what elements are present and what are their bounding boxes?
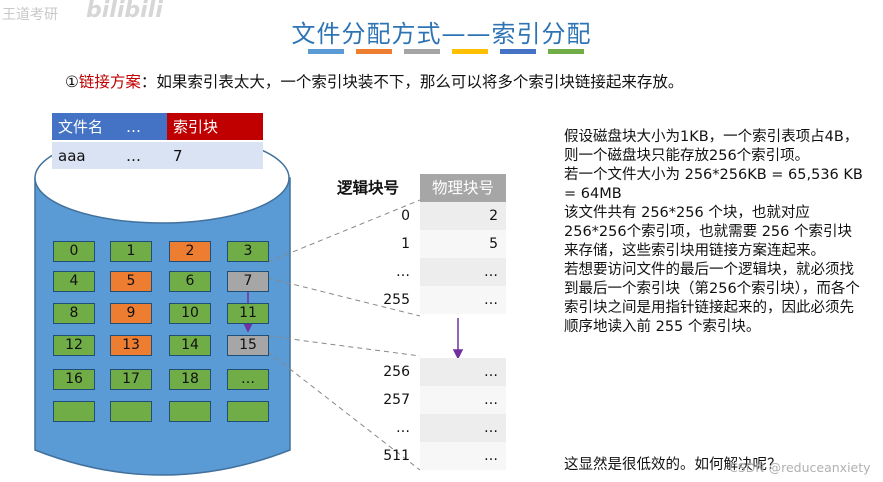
title-bar — [500, 49, 536, 54]
watermark-csdn: CSDN @reduceanxiety — [729, 460, 871, 475]
title-bar — [356, 49, 392, 54]
disk-block: 0 — [53, 241, 95, 262]
cell-index-block: 7 — [167, 140, 263, 169]
disk-block: 13 — [110, 335, 152, 356]
disk-block: 16 — [53, 369, 95, 390]
disk-block: 9 — [110, 303, 152, 324]
disk-block: … — [227, 369, 269, 390]
explanation-paragraph: 假设磁盘块大小为1KB，一个索引表项占4B，则一个磁盘块只能存放256个索引项。 — [564, 129, 859, 164]
physical-block-cell: … — [420, 258, 506, 286]
disk-block — [110, 401, 152, 422]
logical-block-number: 511 — [383, 448, 410, 464]
disk-block: 5 — [110, 271, 152, 292]
logical-block-number: 1 — [401, 236, 410, 252]
physical-block-cell: … — [420, 386, 506, 414]
intro-keyword: 链接方案 — [78, 73, 141, 91]
disk-block: 2 — [169, 241, 211, 262]
logical-block-number: … — [396, 264, 410, 280]
disk-block: 6 — [169, 271, 211, 292]
title-bar — [548, 49, 584, 54]
bilibili-logo: bilibili — [86, 0, 163, 23]
header-filename: 文件名 — [52, 113, 120, 141]
disk-block: 11 — [227, 303, 269, 324]
physical-block-cell: 2 — [420, 202, 506, 230]
table-header-row: 文件名 … 索引块 — [52, 113, 263, 141]
logical-block-number: 256 — [383, 364, 410, 380]
dashed-connectors — [267, 199, 421, 471]
logical-block-number: … — [396, 420, 410, 436]
cell-ellipsis: … — [120, 140, 167, 169]
disk-block: 15 — [227, 335, 269, 356]
intro-line: ①链接方案：如果索引表太大，一个索引块装不下，那么可以将多个索引块链接起来存放。 — [65, 70, 683, 92]
disk-block — [169, 401, 211, 422]
explanation-paragraph: 该文件共有 256*256 个块，也就对应256*256个索引项，也就需要 25… — [564, 205, 852, 259]
disk-block: 18 — [169, 369, 211, 390]
intro-text: ：如果索引表太大，一个索引块装不下，那么可以将多个索引块链接起来存放。 — [140, 73, 684, 91]
disk-block: 8 — [53, 303, 95, 324]
logical-block-number: 255 — [383, 292, 410, 308]
header-index-block: 索引块 — [167, 113, 263, 141]
explanation-paragraph: 若一个文件大小为 256*256KB = 65,536 KB = 64MB — [564, 167, 863, 202]
disk-block: 3 — [227, 241, 269, 262]
physical-block-cell: 5 — [420, 230, 506, 258]
page-title: 文件分配方式——索引分配 — [291, 20, 592, 48]
watermark-text: 王道考研 — [2, 7, 58, 23]
physical-block-cell: … — [420, 414, 506, 442]
title-bar — [404, 49, 440, 54]
intro-marker: ① — [65, 73, 79, 91]
physical-block-cell: … — [420, 358, 506, 386]
file-directory-table: 文件名 … 索引块 aaa … 7 — [52, 113, 263, 169]
physical-block-cell: … — [420, 286, 506, 314]
explanation-paragraph: 若想要访问文件的最后一个逻辑块，就必须找到最后一个索引块（第256个索引块），而… — [564, 262, 860, 335]
disk-block — [227, 401, 269, 422]
disk-block: 17 — [110, 369, 152, 390]
explanation-text: 假设磁盘块大小为1KB，一个索引表项占4B，则一个磁盘块只能存放256个索引项。… — [564, 128, 864, 337]
logical-block-number: 257 — [383, 392, 410, 408]
title-bar — [308, 49, 344, 54]
disk-block: 7 — [227, 271, 269, 292]
title-bar — [452, 49, 488, 54]
disk-block: 12 — [53, 335, 95, 356]
disk-block: 10 — [169, 303, 211, 324]
disk-block — [53, 401, 95, 422]
table-row: aaa … 7 — [52, 140, 263, 169]
physical-block-cell: … — [420, 442, 506, 470]
logical-block-number: 0 — [401, 208, 410, 224]
physical-block-header: 物理块号 — [420, 174, 506, 202]
disk-block: 1 — [110, 241, 152, 262]
conclusion-text: 这显然是很低效的。如何解决呢？ — [564, 457, 782, 473]
logical-block-header: 逻辑块号 — [337, 179, 400, 197]
cell-filename: aaa — [52, 140, 120, 169]
disk-block: 14 — [169, 335, 211, 356]
header-ellipsis: … — [120, 113, 167, 141]
disk-block: 4 — [53, 271, 95, 292]
